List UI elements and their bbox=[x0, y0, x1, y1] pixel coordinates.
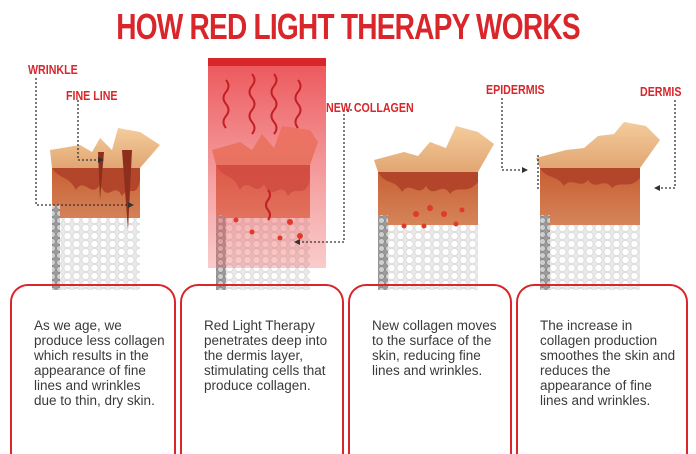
skin-block-smooth bbox=[536, 122, 660, 290]
light-waves bbox=[222, 73, 302, 221]
red-light-beam bbox=[208, 58, 326, 268]
step-panel-3: New collagen moves to the surface of the… bbox=[348, 284, 512, 454]
label-wrinkle: WRINKLE bbox=[28, 62, 78, 77]
step-panel-4: The increase in collagen production smoo… bbox=[516, 284, 688, 454]
skin-block-treated bbox=[208, 58, 326, 290]
step-panel-2: Red Light Therapy penetrates deep into t… bbox=[180, 284, 344, 454]
page-title: HOW RED LIGHT THERAPY WORKS bbox=[116, 6, 580, 47]
label-fine-line: FINE LINE bbox=[66, 88, 118, 103]
label-new-collagen: NEW COLLAGEN bbox=[326, 100, 414, 115]
step-text: New collagen moves to the surface of the… bbox=[372, 318, 497, 378]
step-text: The increase in collagen production smoo… bbox=[540, 318, 676, 408]
leader-lines bbox=[35, 78, 676, 243]
step-text: Red Light Therapy penetrates deep into t… bbox=[204, 318, 328, 393]
step-panel-1: As we age, we produce less collagen whic… bbox=[10, 284, 176, 454]
label-epidermis: EPIDERMIS bbox=[486, 82, 545, 97]
label-dermis: DERMIS bbox=[640, 84, 682, 99]
skin-block-collagen bbox=[374, 126, 494, 290]
step-text: As we age, we produce less collagen whic… bbox=[34, 318, 165, 408]
skin-block-aged bbox=[50, 128, 160, 290]
